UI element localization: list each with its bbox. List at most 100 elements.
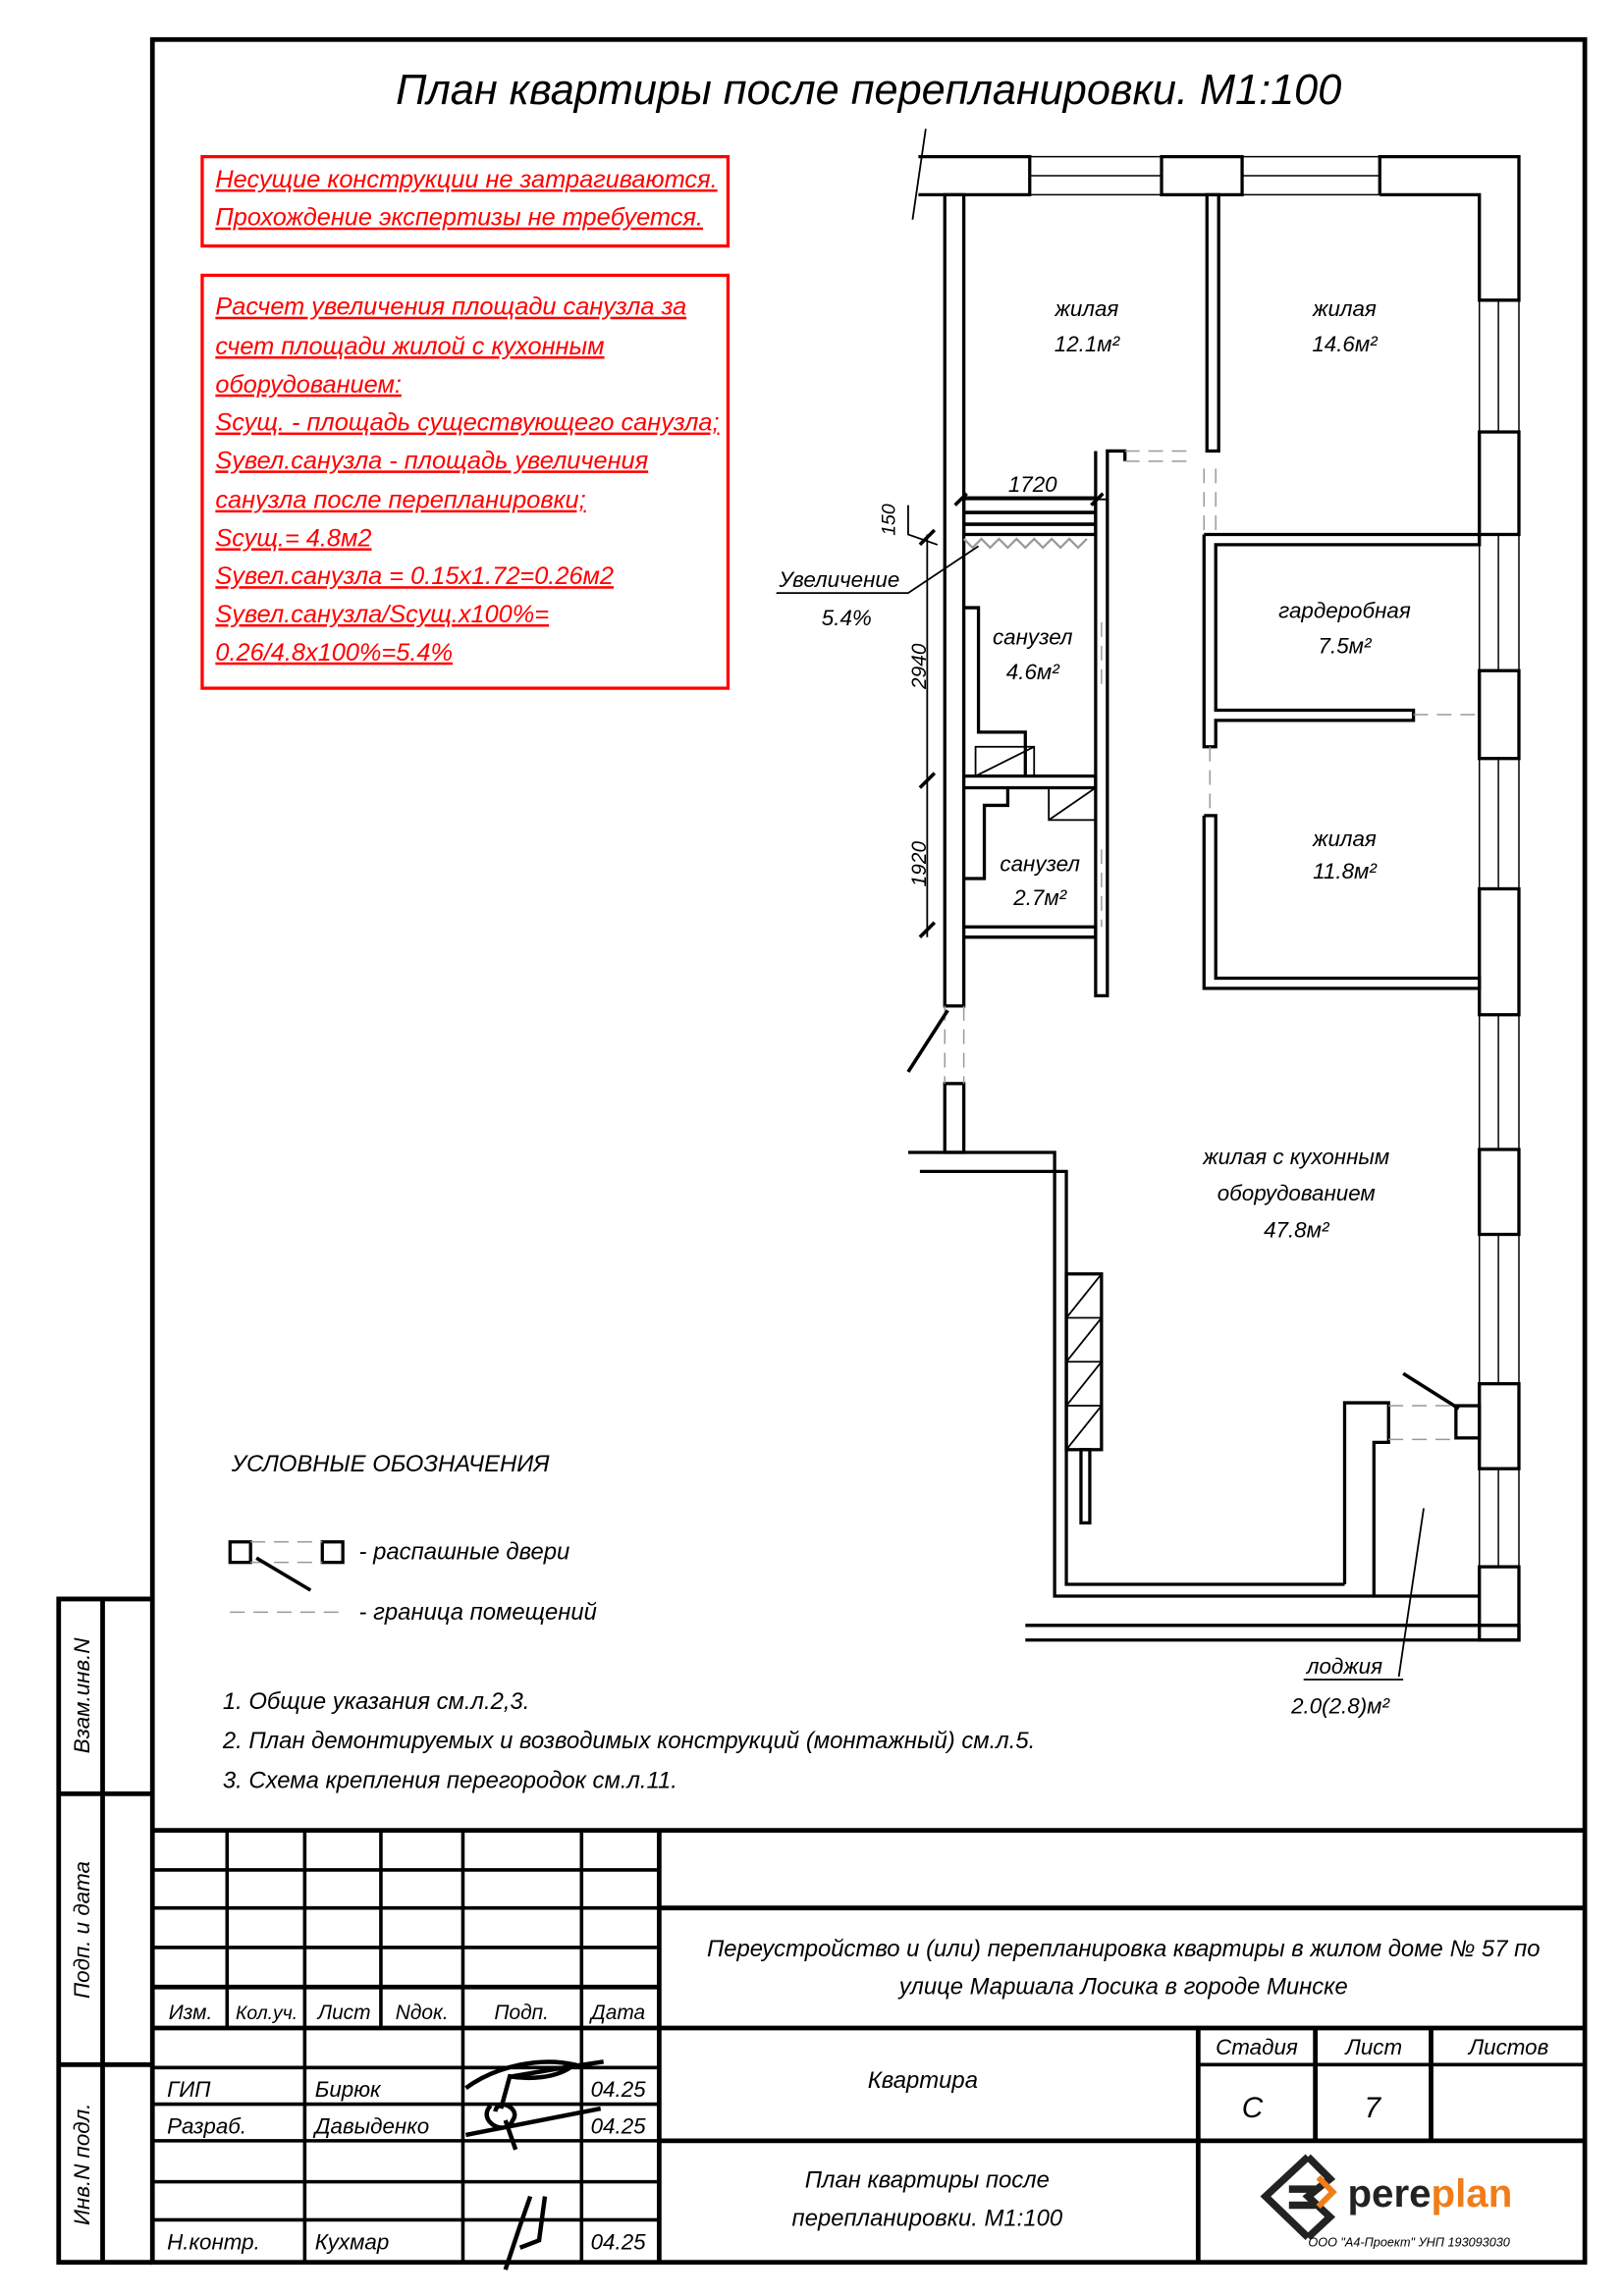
side-stamp-label: Инв.N подл. bbox=[70, 2104, 94, 2225]
logo-chevron-icon bbox=[1316, 2175, 1337, 2210]
entrance-door-swing bbox=[906, 1009, 949, 1073]
note-line: Sувел.санузла - площадь увеличения bbox=[215, 447, 648, 474]
room-name: санузел bbox=[1000, 852, 1080, 877]
exterior-wall-left bbox=[906, 192, 1521, 1642]
stage-label: Стадия bbox=[1216, 2035, 1298, 2059]
room-labels: жилая 12.1м² жилая 14.6м² гардеробная 7.… bbox=[993, 296, 1411, 1718]
note-line: 0.26/4.8x100%=5.4% bbox=[215, 639, 453, 667]
legend: УСЛОВНЫЕ ОБОЗНАЧЕНИЯ - распашные двери -… bbox=[228, 1451, 597, 1626]
increase-label: Увеличение bbox=[778, 567, 899, 592]
side-stamp-label: Подп. и дата bbox=[70, 1861, 94, 1999]
room-area: 12.1м² bbox=[1055, 332, 1121, 356]
room-name: жилая bbox=[1312, 296, 1377, 321]
company-logo: pereplan ООО "А4-Проект" УНП 193093030 bbox=[1260, 2154, 1512, 2249]
revision-grid bbox=[152, 1830, 660, 2263]
room-name: санузел bbox=[993, 624, 1073, 649]
note-line: Sувел.санузла = 0.15x1.72=0.26м2 bbox=[215, 562, 614, 590]
sheet-frame bbox=[149, 36, 1588, 2266]
floor-plan: 1720 150 2940 1920 Увеличение 5.4% жилая… bbox=[776, 129, 1521, 1718]
drawing-name-line1: План квартиры после bbox=[805, 2167, 1050, 2194]
person-name: Кухмар bbox=[315, 2229, 390, 2254]
dim-1720: 1720 bbox=[1008, 472, 1057, 497]
note-item: 3. Схема крепления перегородок см.л.11. bbox=[223, 1767, 677, 1793]
door-symbol-icon bbox=[228, 1540, 345, 1592]
logo-mark-icon bbox=[1260, 2154, 1336, 2241]
role: Разраб. bbox=[167, 2113, 246, 2138]
header-podp: Подп. bbox=[494, 2002, 549, 2024]
dim-2940: 2940 bbox=[908, 643, 931, 690]
sign-date: 04.25 bbox=[591, 2077, 647, 2102]
header-izm: Изм. bbox=[169, 2002, 213, 2024]
header-date: Дата bbox=[589, 2002, 645, 2024]
person-name: Бирюк bbox=[315, 2077, 382, 2102]
note-line: счет площади жилой с кухонным bbox=[215, 333, 604, 360]
sign-date: 04.25 bbox=[591, 2229, 647, 2254]
note-line: Несущие конструкции не затрагиваются. bbox=[215, 166, 717, 193]
ventilation-shaft bbox=[1064, 1272, 1104, 1525]
signature-icon bbox=[464, 2059, 605, 2109]
room-name: жилая bbox=[1055, 296, 1119, 321]
room-name: гардеробная bbox=[1278, 599, 1411, 623]
company-caption: ООО "А4-Проект" УНП 193093030 bbox=[1308, 2235, 1509, 2249]
note-line: Sсущ. - площадь существующего санузла; bbox=[215, 409, 719, 437]
dimensions: 1720 150 2940 1920 Увеличение 5.4% bbox=[776, 472, 1108, 938]
object-name: Квартира bbox=[868, 2067, 978, 2094]
room-area: 4.6м² bbox=[1006, 660, 1060, 684]
header-ndok: Nдок. bbox=[396, 2002, 449, 2024]
side-stamp: Взам.инв.N Подп. и дата Инв.N подл. bbox=[56, 1596, 153, 2266]
room-area: 11.8м² bbox=[1313, 859, 1378, 883]
increase-hatch bbox=[962, 537, 1088, 550]
loggia-door-swing bbox=[1402, 1371, 1460, 1411]
window bbox=[1478, 1468, 1520, 1568]
dim-1920: 1920 bbox=[908, 841, 931, 887]
signature-icon bbox=[503, 2195, 548, 2270]
window bbox=[1478, 1014, 1520, 1149]
room-area: 7.5м² bbox=[1319, 633, 1373, 658]
note-line: Sувел.санузла/Sсущ.x100%= bbox=[215, 601, 549, 628]
interior-partitions bbox=[961, 192, 1482, 1678]
increase-value: 5.4% bbox=[822, 606, 872, 630]
drawing-name-line2: перепланировки. М1:100 bbox=[792, 2205, 1063, 2231]
stage-value: С bbox=[1242, 2092, 1264, 2124]
sheet-value: 7 bbox=[1365, 2092, 1382, 2124]
exterior-wall-top bbox=[911, 129, 1521, 302]
note-item: 2. План демонтируемых и возводимых конст… bbox=[222, 1728, 1035, 1754]
note-line: Прохождение экспертизы не требуется. bbox=[215, 204, 703, 232]
note-line: Sсущ.= 4.8м2 bbox=[215, 524, 371, 552]
room-area: 2.0(2.8)м² bbox=[1290, 1693, 1390, 1718]
role: Н.контр. bbox=[167, 2229, 260, 2254]
window bbox=[1242, 155, 1380, 196]
drawing-title: План квартиры после перепланировки. М1:1… bbox=[396, 67, 1341, 114]
note-line: санузла после перепланировки; bbox=[215, 487, 585, 514]
signature-icon bbox=[465, 2102, 602, 2151]
legend-doors: - распашные двери bbox=[359, 1539, 570, 1566]
window bbox=[1478, 299, 1520, 433]
sign-date: 04.25 bbox=[591, 2113, 647, 2138]
exterior-wall-right bbox=[1478, 299, 1521, 1642]
legend-title: УСЛОВНЫЕ ОБОЗНАЧЕНИЯ bbox=[231, 1451, 551, 1477]
project-title-line2: улице Маршала Лосика в городе Минске bbox=[897, 1974, 1348, 2001]
logo-text: pereplan bbox=[1347, 2171, 1512, 2216]
header-list: Лист bbox=[316, 2002, 371, 2024]
project-title-line1: Переустройство и (или) перепланировка кв… bbox=[707, 1936, 1541, 1962]
sheets-label: Листов bbox=[1467, 2035, 1548, 2059]
sheet-label: Лист bbox=[1344, 2035, 1403, 2059]
person-name: Давыденко bbox=[312, 2113, 429, 2138]
window bbox=[1029, 155, 1163, 196]
room-name: жилая bbox=[1312, 827, 1377, 851]
window bbox=[1478, 1234, 1520, 1384]
note-item: 1. Общие указания см.л.2,3. bbox=[223, 1688, 530, 1715]
title-block: Изм. Кол.уч. Лист Nдок. Подп. Дата ГИП Б… bbox=[152, 1828, 1586, 2270]
note-box-expertise: Несущие конструкции не затрагиваются. Пр… bbox=[200, 154, 730, 248]
note-line: Расчет увеличения площади санузла за bbox=[215, 294, 686, 321]
room-area: 2.7м² bbox=[1012, 885, 1067, 910]
room-area: 47.8м² bbox=[1264, 1217, 1330, 1242]
legend-boundary: - граница помещений bbox=[359, 1599, 597, 1626]
role: ГИП bbox=[167, 2077, 211, 2102]
note-box-calculation: Расчет увеличения площади санузла за сче… bbox=[200, 273, 730, 690]
general-notes: 1. Общие указания см.л.2,3. 2. План демо… bbox=[222, 1688, 1035, 1794]
window bbox=[1478, 758, 1520, 889]
room-name: жилая с кухонным bbox=[1202, 1145, 1389, 1169]
note-line: оборудованием: bbox=[215, 371, 402, 399]
